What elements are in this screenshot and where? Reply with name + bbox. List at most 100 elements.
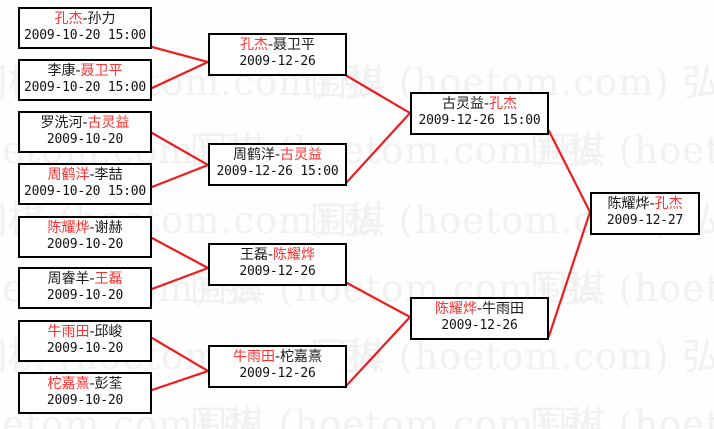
player-left: 古灵益 [441,96,484,112]
player-left: 罗洗河 [40,115,83,131]
match-date: 2009-10-20 15:00 [24,27,147,43]
match-date: 2009-10-20 [46,340,124,356]
player-left: 牛雨田 [232,349,275,365]
pairing-dash: - [483,96,490,112]
match-pairing: 陈耀烨-孔杰 [596,196,694,213]
player-right: 孔杰 [654,196,683,212]
connector-r1m5-r2m3 [150,236,210,270]
watermark-text: 围棋 (hoetom.com) 弘 [530,129,714,172]
pairing-dash: - [89,220,95,236]
match-box-r1m7[interactable]: 牛雨田-邱峻 2009-10-20 [18,320,152,362]
player-right: 陈耀烨 [273,247,316,263]
match-box-r2m3[interactable]: 王磊-陈耀烨 2009-12-26 [208,243,347,286]
player-left: 王磊 [239,247,268,263]
player-right: 王磊 [94,271,123,287]
pairing-dash: - [649,196,655,212]
player-right: 柁嘉熹 [280,349,323,365]
pairing-dash: - [476,301,483,317]
match-box-r1m8[interactable]: 柁嘉熹-彭荃 2009-10-20 [18,372,152,414]
connector-r2m3-r3m2 [345,281,412,319]
match-date: 2009-10-20 15:00 [24,79,147,95]
match-pairing: 牛雨田-邱峻 [24,324,146,341]
match-pairing: 周鹤洋-李喆 [24,167,146,184]
player-right: 邱峻 [94,324,123,340]
match-pairing: 周鹤洋-古灵益 [214,147,341,164]
player-right: 聂卫平 [80,63,123,79]
match-date: 2009-10-20 [46,131,124,147]
match-box-r1m5[interactable]: 陈耀烨-谢赫 2009-10-20 [18,216,152,258]
watermark-text: 围棋 (hoetom.com) 弘 [190,403,601,429]
pairing-dash: - [89,167,95,183]
watermark-text: 围棋 (hoetom.com) 弘 [530,403,714,429]
match-pairing: 陈耀烨-牛雨田 [416,301,543,318]
connector-r3m2-r4m1 [547,210,592,338]
connector-r1m8-r2m4 [150,369,210,392]
connector-r1m1-r2m1 [150,45,210,64]
player-right: 彭荃 [94,376,123,392]
player-left: 陈耀烨 [607,196,650,212]
match-box-r3m2[interactable]: 陈耀烨-牛雨田 2009-12-26 [410,297,549,340]
player-left: 孔杰 [54,11,83,27]
match-pairing: 孔杰-聂卫平 [214,37,341,54]
player-left: 周鹤洋 [47,167,90,183]
match-date: 2009-12-26 [239,365,316,381]
match-date: 2009-12-26 15:00 [216,163,339,179]
player-left: 周鹤洋 [232,147,275,163]
match-box-r1m4[interactable]: 周鹤洋-李喆 2009-10-20 15:00 [18,163,152,205]
match-box-r1m6[interactable]: 周睿羊-王磊 2009-10-20 [18,267,152,309]
player-right: 孔杰 [489,96,518,112]
pairing-dash: - [267,247,274,263]
match-pairing: 周睿羊-王磊 [24,271,146,288]
match-date: 2009-10-20 [46,236,124,252]
match-date: 2009-12-26 [239,263,316,279]
match-pairing: 李康-聂卫平 [24,63,146,80]
match-date: 2009-12-26 15:00 [418,112,541,128]
player-left: 陈耀烨 [434,301,477,317]
match-date: 2009-12-26 [239,53,316,69]
pairing-dash: - [89,324,95,340]
match-box-r2m4[interactable]: 牛雨田-柁嘉熹 2009-12-26 [208,345,347,388]
connector-r1m3-r2m2 [150,131,210,167]
watermark-text: 围棋 (hoetom.com) 弘 [530,267,714,310]
match-pairing: 王磊-陈耀烨 [214,247,341,264]
match-box-r2m1[interactable]: 孔杰-聂卫平 2009-12-26 [208,33,347,76]
connector-r2m1-r3m1 [345,74,412,115]
match-pairing: 罗洗河-古灵益 [24,115,146,132]
match-box-r4m1[interactable]: 陈耀烨-孔杰 2009-12-27 [590,192,700,235]
pairing-dash: - [89,376,95,392]
match-date: 2009-10-20 [46,392,124,408]
match-pairing: 古灵益-孔杰 [416,96,543,113]
match-box-r1m3[interactable]: 罗洗河-古灵益 2009-10-20 [18,111,152,153]
player-left: 周睿羊 [47,271,90,287]
player-right: 聂卫平 [273,37,316,53]
pairing-dash: - [82,115,88,131]
player-left: 柁嘉熹 [47,376,90,392]
match-box-r2m2[interactable]: 周鹤洋-古灵益 2009-12-26 15:00 [208,143,347,186]
connector-r1m7-r2m4 [150,336,210,373]
player-left: 牛雨田 [47,324,90,340]
connector-r2m2-r3m1 [345,111,412,184]
player-right: 孙力 [87,11,116,27]
match-pairing: 柁嘉熹-彭荃 [24,376,146,393]
player-left: 孔杰 [239,37,268,53]
match-box-r1m1[interactable]: 孔杰-孙力 2009-10-20 15:00 [18,7,152,49]
match-pairing: 陈耀烨-谢赫 [24,220,146,237]
player-left: 陈耀烨 [47,220,90,236]
match-date: 2009-12-26 [441,317,518,333]
connector-r1m4-r2m2 [150,163,210,189]
pairing-dash: - [89,271,95,287]
match-date: 2009-12-27 [606,212,684,228]
match-date: 2009-10-20 [46,287,124,303]
match-pairing: 牛雨田-柁嘉熹 [214,349,341,366]
pairing-dash: - [267,37,274,53]
match-box-r3m1[interactable]: 古灵益-孔杰 2009-12-26 15:00 [410,92,549,135]
connector-r1m2-r2m1 [150,60,210,90]
connector-r2m4-r3m2 [345,315,412,387]
player-right: 李喆 [94,167,123,183]
pairing-dash: - [274,349,281,365]
match-date: 2009-10-20 15:00 [24,183,147,199]
match-box-r1m2[interactable]: 李康-聂卫平 2009-10-20 15:00 [18,59,152,101]
player-left: 李康 [47,63,76,79]
match-pairing: 孔杰-孙力 [24,11,146,28]
